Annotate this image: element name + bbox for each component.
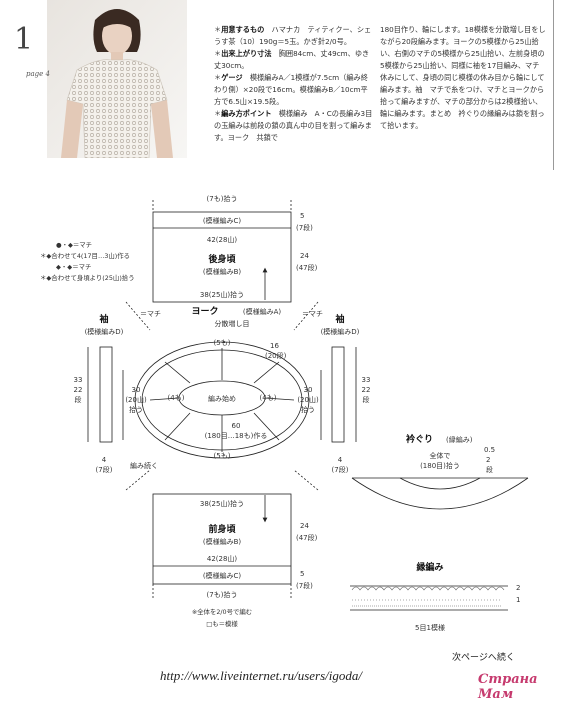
points-line: ＊編み方ポイント 模様編み A・Cの長編み3目の玉編みは前段の鎖の真ん中の目を割…	[214, 109, 373, 142]
front-pattern: (模様編みB)	[203, 537, 242, 546]
yoke-start: 編み続く	[130, 461, 158, 470]
left-sleeve-outline	[99, 346, 113, 443]
instructions-col1: ＊用意するもの ハマナカ ティティクー、シェ うす茶（10）190g＝5玉。かぎ…	[214, 24, 379, 144]
back-h2b: (47段)	[296, 263, 318, 272]
front-top-pick: 38(25山)拾う	[200, 499, 244, 508]
left-sleeve-pick-b: (20山)	[125, 395, 147, 404]
right-sleeve-h2: 22	[362, 386, 371, 394]
collar-outline	[351, 477, 529, 510]
collar-h-b: 2	[486, 456, 490, 464]
front-h2b: (7段)	[296, 581, 313, 590]
back-piece-outline	[152, 211, 292, 303]
left-sleeve-title: 袖	[98, 313, 108, 325]
right-sleeve-low: 4	[338, 456, 343, 464]
edging-chart-symbols	[351, 586, 505, 607]
yoke-mid-right: (4も)	[260, 394, 277, 402]
right-sleeve-pick-c: 拾う	[301, 405, 315, 414]
front-h1: 24	[300, 522, 309, 530]
front-bottom-pick: (7も)拾う	[207, 590, 238, 599]
left-mark: ＝マチ	[140, 310, 161, 318]
back-bottom-pick: 38(25山)拾う	[200, 290, 244, 299]
back-band: (模様編みC)	[203, 216, 242, 225]
right-sleeve-pick: 30	[304, 386, 313, 394]
gauge-line: ＊ゲージ 模様編みA／1模様が7.5cm（編み終わり側）×20段で16cm。模様…	[214, 73, 368, 106]
page-edge-rule	[553, 0, 554, 170]
source-url[interactable]: http://www.liveinternet.ru/users/igoda/	[160, 668, 362, 683]
yoke-mid-left: (4も)	[168, 394, 185, 402]
yoke-inner: (5も)	[214, 339, 231, 347]
right-sleeve-pick-b: (20山)	[297, 395, 319, 404]
right-sleeve-pattern: (模様編みD)	[321, 327, 360, 336]
front-note1: ※全体を2/0号で編む	[192, 607, 252, 616]
yoke-center: 編み始め	[208, 394, 236, 403]
left-sleeve-pattern: (模様編みD)	[85, 327, 124, 336]
collar-title: 衿ぐり	[406, 433, 433, 445]
left-sleeve-h: 33	[74, 376, 83, 384]
front-width: 42(28山)	[207, 554, 238, 563]
left-sleeve-low-b: (7段)	[96, 465, 113, 474]
edging-row-1: 1	[516, 596, 520, 604]
collar-all-b: (180目)拾う	[420, 461, 460, 470]
back-h1: 5	[300, 212, 304, 220]
back-title: 後身頃	[208, 253, 236, 265]
edging-row-2: 2	[516, 584, 520, 592]
right-sleeve-hb: 段	[363, 395, 370, 404]
front-note2: □も＝模様	[206, 619, 238, 628]
right-sleeve-h: 33	[362, 376, 371, 384]
continue-next-page: 次ページへ続く	[452, 653, 515, 663]
brand-watermark: Страна Мам	[478, 672, 538, 702]
back-width: 42(28山)	[207, 235, 238, 244]
front-title: 前身頃	[208, 523, 236, 535]
yoke-title: ヨーク	[191, 306, 218, 317]
yoke-note: 分散増し目	[215, 319, 250, 328]
yoke-outer	[134, 341, 310, 459]
yoke-bottom: (5も)	[214, 452, 231, 460]
collar-pattern: (縁編み)	[446, 435, 473, 444]
front-h1b: (47段)	[296, 533, 318, 542]
collar-all: 全体で	[430, 451, 451, 460]
edging-repeat: 5目1模様	[415, 623, 445, 632]
collar-h: 0.5	[484, 446, 495, 454]
left-sleeve-hb: 段	[75, 395, 82, 404]
back-h2: 24	[300, 252, 309, 260]
right-sleeve-title: 袖	[334, 313, 344, 325]
legend-3: ◆・◆＝マチ	[56, 263, 91, 271]
yoke-circ: 60	[232, 422, 241, 430]
left-sleeve-h2: 22	[74, 386, 83, 394]
back-top-pick: (7も)拾う	[207, 194, 238, 203]
collar-h-c: 段	[486, 465, 493, 474]
right-sleeve-low-b: (7段)	[332, 465, 349, 474]
back-pattern: (模様編みB)	[203, 267, 242, 276]
left-sleeve-pick-c: 拾う	[129, 405, 143, 414]
yoke-pattern: (模様編みA)	[243, 307, 282, 316]
material-line: ＊用意するもの ハマナカ ティティクー、シェ うす茶（10）190g＝5玉。かぎ…	[214, 25, 379, 46]
instructions-col2: 180目作り、輪にします。18模様を分散増し目をしながら20段編みます。ヨークの…	[380, 25, 546, 130]
edging-title: 縁編み	[416, 561, 443, 573]
right-sleeve-outline	[331, 346, 345, 443]
size-line: ＊出来上がり寸法 胸囲84cm、丈49cm、ゆき丈30cm。	[214, 49, 370, 70]
left-sleeve-low: 4	[102, 456, 107, 464]
yoke-side: 16	[270, 342, 279, 350]
back-h1b: (7段)	[296, 223, 313, 232]
front-piece-outline	[152, 493, 292, 585]
legend-1: ●・◆＝マチ	[56, 241, 92, 249]
left-sleeve-pick: 30	[132, 386, 141, 394]
yoke-side-b: (20段)	[265, 351, 287, 360]
yoke-circ-b: (180目…18も)作る	[205, 431, 268, 440]
front-h2: 5	[300, 570, 304, 578]
right-mark: ＝マチ	[302, 310, 323, 318]
model-photo-drawing	[47, 0, 187, 158]
page-label: page 4	[26, 70, 50, 78]
page-number: 1	[14, 22, 34, 57]
front-band: (模様編みC)	[203, 571, 242, 580]
model-photo	[47, 0, 187, 158]
legend-2: ＊◆合わせて4(17目…3山)作る	[40, 251, 130, 260]
legend-4: ＊◆合わせて身頃より(25山)拾う	[40, 273, 135, 282]
